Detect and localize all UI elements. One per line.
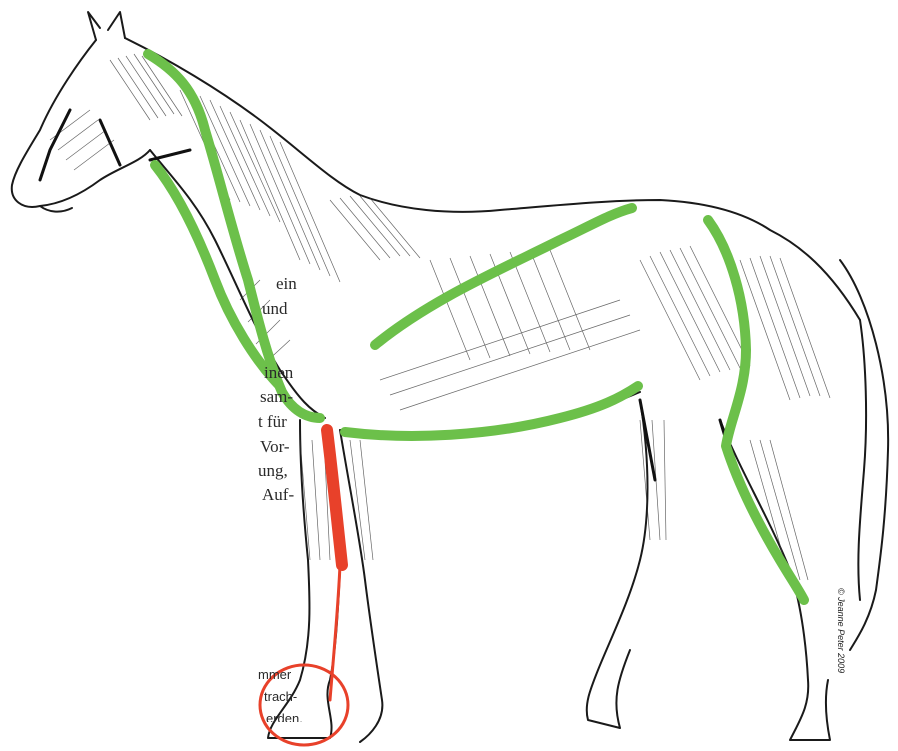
text-fragment-8: Auf- <box>262 486 294 503</box>
green-line-belly <box>345 386 638 436</box>
green-line-throat <box>155 165 278 384</box>
green-line-back <box>375 208 632 345</box>
caption-fragment-1: mmer <box>258 668 291 681</box>
text-fragment-4: sam- <box>260 388 293 405</box>
green-muscle-markings <box>148 54 804 600</box>
caption-fragment-2: trach- <box>264 690 297 703</box>
text-fragment-5: t für <box>258 413 287 430</box>
text-fragment-3: inen <box>264 364 293 381</box>
text-fragment-1: ein <box>276 275 297 292</box>
text-fragment-7: ung, <box>258 462 288 479</box>
caption-fragment-3: erden. <box>266 712 303 722</box>
horse-outline <box>12 12 888 742</box>
green-line-neck-top <box>148 54 320 418</box>
tendon-lines <box>40 110 735 480</box>
copyright-notice: © Jeanne Peter 2009 <box>836 588 846 673</box>
text-fragment-2: und <box>262 300 288 317</box>
muscle-hatching <box>50 54 830 580</box>
text-fragment-6: Vor- <box>260 438 290 455</box>
